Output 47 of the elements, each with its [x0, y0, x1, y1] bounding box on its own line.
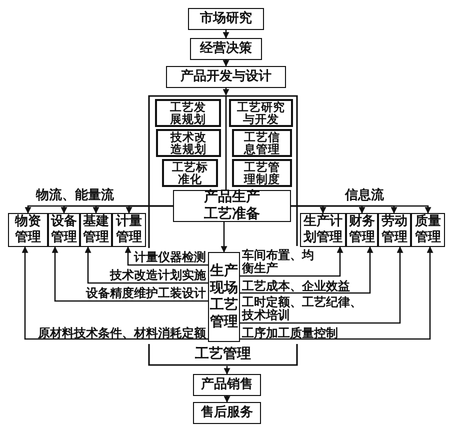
process-box: 技术改造规划 — [156, 129, 221, 157]
arrow — [126, 205, 173, 214]
process-box: 市场研究 — [188, 8, 264, 30]
arrow — [222, 88, 230, 96]
arrow — [224, 396, 230, 403]
arrow — [52, 246, 208, 302]
edge-label: 工时定额、工艺纪律、技术培训 — [242, 296, 363, 322]
flow-label: 物流、能量流 — [36, 189, 114, 202]
process-box: 设备管理 — [48, 213, 80, 247]
process-box: 生产现场工艺管理 — [208, 252, 240, 342]
process-box: 质量管理 — [411, 213, 445, 247]
process-box: 生产计划管理 — [300, 213, 346, 247]
arrow — [240, 246, 404, 324]
process-box: 产品开发与设计 — [166, 66, 286, 88]
arrow — [84, 246, 208, 284]
arrow — [222, 30, 230, 39]
process-box: 财务管理 — [346, 213, 378, 247]
process-box: 工艺标准化 — [162, 159, 218, 187]
process-box: 工艺研究与开发 — [229, 99, 293, 127]
arrow — [224, 366, 230, 375]
process-box: 劳动管理 — [378, 213, 411, 247]
edge-label: 设备精度维护工装设计 — [84, 287, 206, 300]
arrow — [22, 246, 208, 340]
frame-title: 工艺管理 — [194, 346, 252, 363]
edge-label: 技术改造计划实施 — [108, 269, 206, 282]
process-box: 工艺信息管理 — [232, 129, 292, 157]
process-box: 基建管理 — [80, 213, 112, 247]
process-box: 工艺管理制度 — [232, 159, 292, 187]
arrow — [240, 246, 374, 294]
arrow — [124, 246, 208, 266]
flow-label: 信息流 — [345, 189, 384, 202]
process-box: 计量管理 — [112, 213, 146, 247]
edge-label: 计量仪器检测 — [132, 251, 206, 264]
process-box: 工艺发展规划 — [155, 99, 221, 127]
arrow — [291, 205, 432, 214]
process-box: 物资管理 — [8, 213, 48, 247]
arrow — [220, 222, 228, 253]
arrow — [240, 246, 344, 277]
process-box: 产品销售 — [193, 374, 261, 396]
process-box: 售后服务 — [193, 402, 261, 424]
edge-label: 工序加工质量控制 — [242, 327, 339, 340]
arrow — [222, 60, 230, 67]
edge-label: 原材料技术条件、材料消耗定额 — [37, 327, 206, 340]
process-box: 经营决策 — [190, 38, 262, 60]
arrow — [240, 246, 434, 340]
edge-label: 车间布置、均衡生产 — [242, 249, 315, 275]
edge-label: 工艺成本、企业效益 — [242, 280, 351, 293]
